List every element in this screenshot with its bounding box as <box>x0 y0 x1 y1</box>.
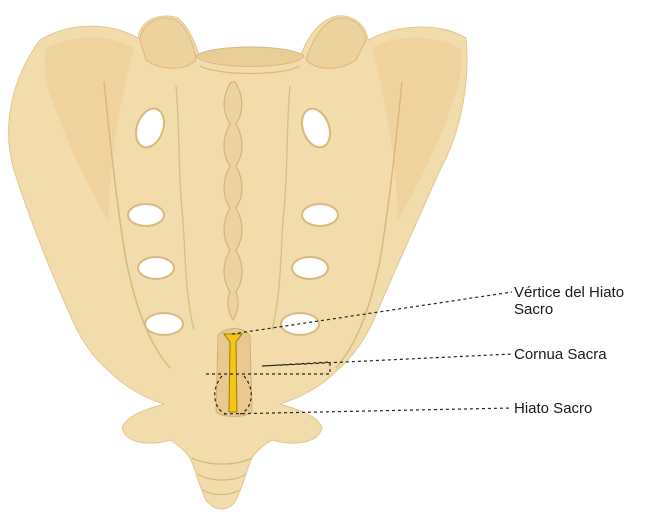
left-foramen-2 <box>128 204 164 226</box>
right-foramen-3 <box>292 257 328 279</box>
cornua-label: Cornua Sacra <box>514 346 607 363</box>
median-sacral-crest <box>224 82 242 320</box>
cornua-label-text: Cornua Sacra <box>514 346 607 363</box>
hiatus-label: Hiato Sacro <box>514 400 592 417</box>
right-foramen-2 <box>302 204 338 226</box>
left-articular-process <box>140 18 196 68</box>
apex-label-line-2: Sacro <box>514 301 624 318</box>
apex-label: Vértice del Hiato Sacro <box>514 284 624 318</box>
apex-label-line-1: Vértice del Hiato <box>514 284 624 301</box>
sacral-base <box>196 47 304 67</box>
left-foramen-3 <box>138 257 174 279</box>
hiatus-label-text: Hiato Sacro <box>514 400 592 417</box>
left-foramen-4 <box>145 313 183 335</box>
